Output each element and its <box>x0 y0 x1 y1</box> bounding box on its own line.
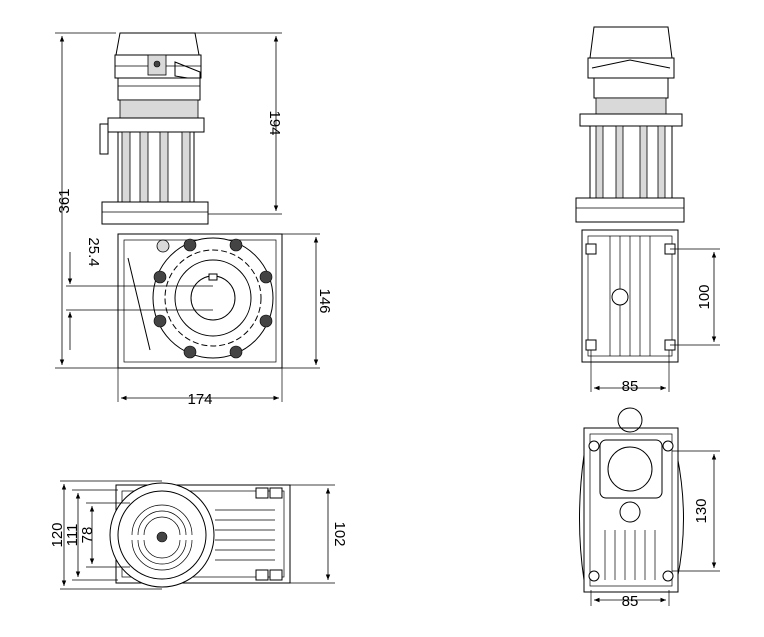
rear-view: 130 85 <box>579 407 720 610</box>
dim-side-width: 85 <box>622 378 639 395</box>
dim-shaft-offset: 25.4 <box>85 237 102 266</box>
dim-top-right-height: 102 <box>331 521 348 546</box>
output-shaft-bore <box>190 275 236 321</box>
dim-top-mid-width: 111 <box>64 524 81 547</box>
dim-rear-mount-spacing: 130 <box>693 498 710 523</box>
dim-gearbox-height: 146 <box>316 288 333 313</box>
dim-top-inner-width: 78 <box>79 527 96 544</box>
side-motor-cap <box>589 26 673 59</box>
front-view: 361 194 25.4 146 174 <box>55 32 333 408</box>
side-view: 100 85 <box>575 26 720 395</box>
motor-columns <box>117 131 195 203</box>
gearbox-flange <box>101 201 209 225</box>
dim-top-outer-width: 120 <box>49 522 66 547</box>
top-view: 120 111 78 102 <box>49 480 348 590</box>
dim-total-height: 361 <box>56 188 73 213</box>
dim-rear-width: 85 <box>622 593 639 610</box>
dim-side-mount-spacing: 100 <box>696 284 713 309</box>
dim-front-width: 174 <box>187 391 212 408</box>
motor-flange <box>119 99 199 119</box>
dim-motor-height: 194 <box>266 110 283 135</box>
motor-cap <box>115 32 200 56</box>
